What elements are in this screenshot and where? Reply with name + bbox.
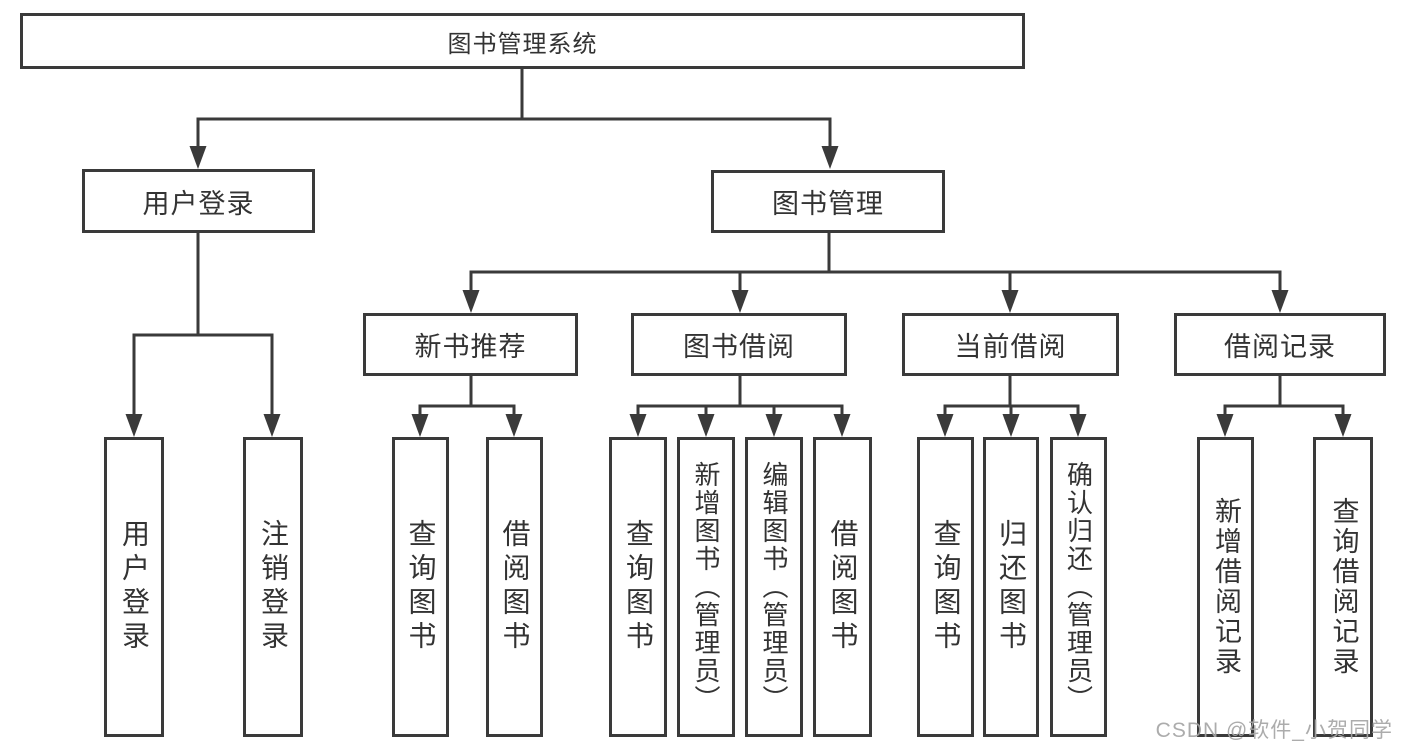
leaf-logout: 注销登录 (243, 437, 303, 737)
leaf-borrow-borrow-books: 借阅图书 (813, 437, 872, 737)
node-user-login: 用户登录 (82, 169, 315, 233)
down-arrow-icon (833, 414, 851, 437)
node-book-borrow: 图书借阅 (631, 313, 847, 376)
node-current-borrow: 当前借阅 (902, 313, 1119, 376)
leaf-borrow-add-books-admin: 新增图书（管理员） (677, 437, 735, 737)
leaf-borrow-edit-books-admin: 编辑图书（管理员） (745, 437, 803, 737)
down-arrow-icon (1001, 290, 1019, 313)
leaf-recommend-query-books-label: 查询图书 (405, 519, 437, 655)
down-arrow-icon (821, 146, 839, 169)
leaf-borrow-edit-books-admin-label: 编辑图书（管理员） (759, 461, 789, 713)
leaf-borrow-query-books-label: 查询图书 (623, 519, 654, 655)
leaf-user-login: 用户登录 (104, 437, 164, 737)
leaf-records-query-record-label: 查询借阅记录 (1328, 497, 1359, 677)
down-arrow-icon (1334, 414, 1352, 437)
down-arrow-icon (263, 414, 281, 437)
leaf-current-return-books: 归还图书 (983, 437, 1039, 737)
leaf-records-query-record: 查询借阅记录 (1313, 437, 1373, 737)
down-arrow-icon (125, 414, 143, 437)
leaf-current-query-books-label: 查询图书 (930, 519, 962, 655)
down-arrow-icon (936, 414, 954, 437)
down-arrow-icon (1216, 414, 1234, 437)
down-arrow-icon (697, 414, 715, 437)
down-arrow-icon (411, 414, 429, 437)
down-arrow-icon (462, 290, 480, 313)
leaf-borrow-borrow-books-label: 借阅图书 (827, 519, 859, 655)
leaf-current-return-books-label: 归还图书 (996, 519, 1027, 655)
csdn-watermark: CSDN @软件_小贺同学 (1155, 719, 1393, 742)
node-book-management: 图书管理 (711, 170, 945, 233)
leaf-recommend-query-books: 查询图书 (392, 437, 449, 737)
down-arrowheads (125, 146, 1352, 437)
leaf-records-add-record: 新增借阅记录 (1197, 437, 1254, 737)
down-arrow-icon (1002, 414, 1020, 437)
leaf-recommend-borrow-books: 借阅图书 (486, 437, 543, 737)
leaf-current-confirm-return-admin: 确认归还（管理员） (1050, 437, 1107, 737)
leaf-recommend-borrow-books-label: 借阅图书 (499, 519, 531, 655)
down-arrow-icon (505, 414, 523, 437)
down-arrow-icon (1271, 290, 1289, 313)
down-arrow-icon (189, 146, 207, 169)
leaf-user-login-label: 用户登录 (119, 519, 150, 655)
leaf-logout-label: 注销登录 (258, 519, 289, 655)
node-borrow-records: 借阅记录 (1174, 313, 1386, 376)
node-new-book-recommend: 新书推荐 (363, 313, 578, 376)
leaf-current-query-books: 查询图书 (917, 437, 974, 737)
down-arrow-icon (731, 290, 749, 313)
leaf-records-add-record-label: 新增借阅记录 (1211, 497, 1241, 677)
down-arrow-icon (1069, 414, 1087, 437)
down-arrow-icon (765, 414, 783, 437)
down-arrow-icon (629, 414, 647, 437)
node-library-management-system: 图书管理系统 (20, 13, 1025, 69)
leaf-borrow-add-books-admin-label: 新增图书（管理员） (691, 461, 721, 713)
leaf-borrow-query-books: 查询图书 (609, 437, 667, 737)
leaf-current-confirm-return-admin-label: 确认归还（管理员） (1063, 461, 1094, 713)
